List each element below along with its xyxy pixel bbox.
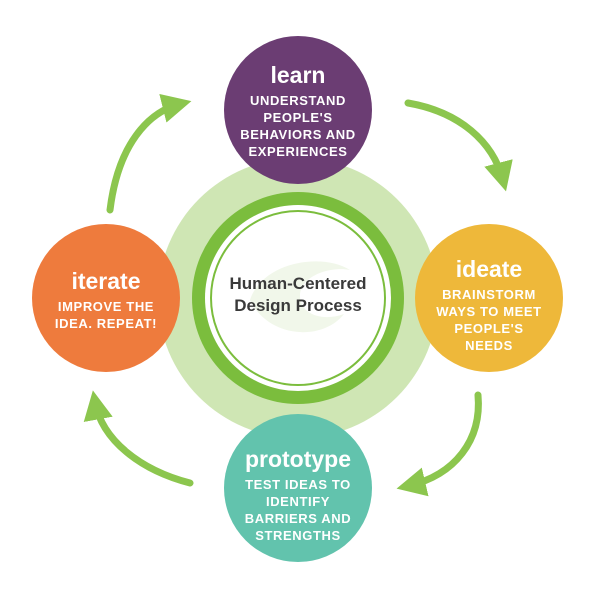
center-title-line2: Design Process bbox=[234, 296, 362, 315]
learn-circle bbox=[224, 36, 372, 184]
learn-title: learn bbox=[270, 62, 326, 88]
prototype-label: prototype TEST IDEAS TO IDENTIFY BARRIER… bbox=[238, 446, 358, 544]
center-title: Human-Centered Design Process bbox=[198, 273, 398, 317]
arrow-ideate-to-prototype bbox=[396, 391, 482, 497]
center-swoosh-logo bbox=[250, 261, 350, 333]
learn-description: UNDERSTAND PEOPLE'S BEHAVIORS AND EXPERI… bbox=[240, 93, 356, 159]
iterate-description: IMPROVE THE IDEA. REPEAT! bbox=[54, 299, 158, 331]
ideate-title: ideate bbox=[455, 256, 523, 282]
arrow-prototype-to-iterate bbox=[83, 390, 194, 487]
ideate-label: ideate BRAINSTORM WAYS TO MEET PEOPLE'S … bbox=[432, 256, 546, 354]
iterate-circle bbox=[32, 224, 180, 372]
learn-label: learn UNDERSTAND PEOPLE'S BEHAVIORS AND … bbox=[233, 62, 363, 160]
ideate-circle bbox=[415, 224, 563, 372]
prototype-title: prototype bbox=[244, 446, 352, 472]
iterate-label: iterate IMPROVE THE IDEA. REPEAT! bbox=[50, 268, 162, 332]
arrow-iterate-to-learn bbox=[106, 94, 192, 214]
prototype-description: TEST IDEAS TO IDENTIFY BARRIERS AND STRE… bbox=[244, 477, 352, 543]
iterate-title: iterate bbox=[71, 268, 141, 294]
center-ring-thin bbox=[210, 210, 386, 386]
ideate-description: BRAINSTORM WAYS TO MEET PEOPLE'S NEEDS bbox=[436, 287, 542, 353]
prototype-circle bbox=[224, 414, 372, 562]
arrow-learn-to-ideate bbox=[404, 99, 513, 192]
center-title-line1: Human-Centered bbox=[229, 274, 367, 293]
